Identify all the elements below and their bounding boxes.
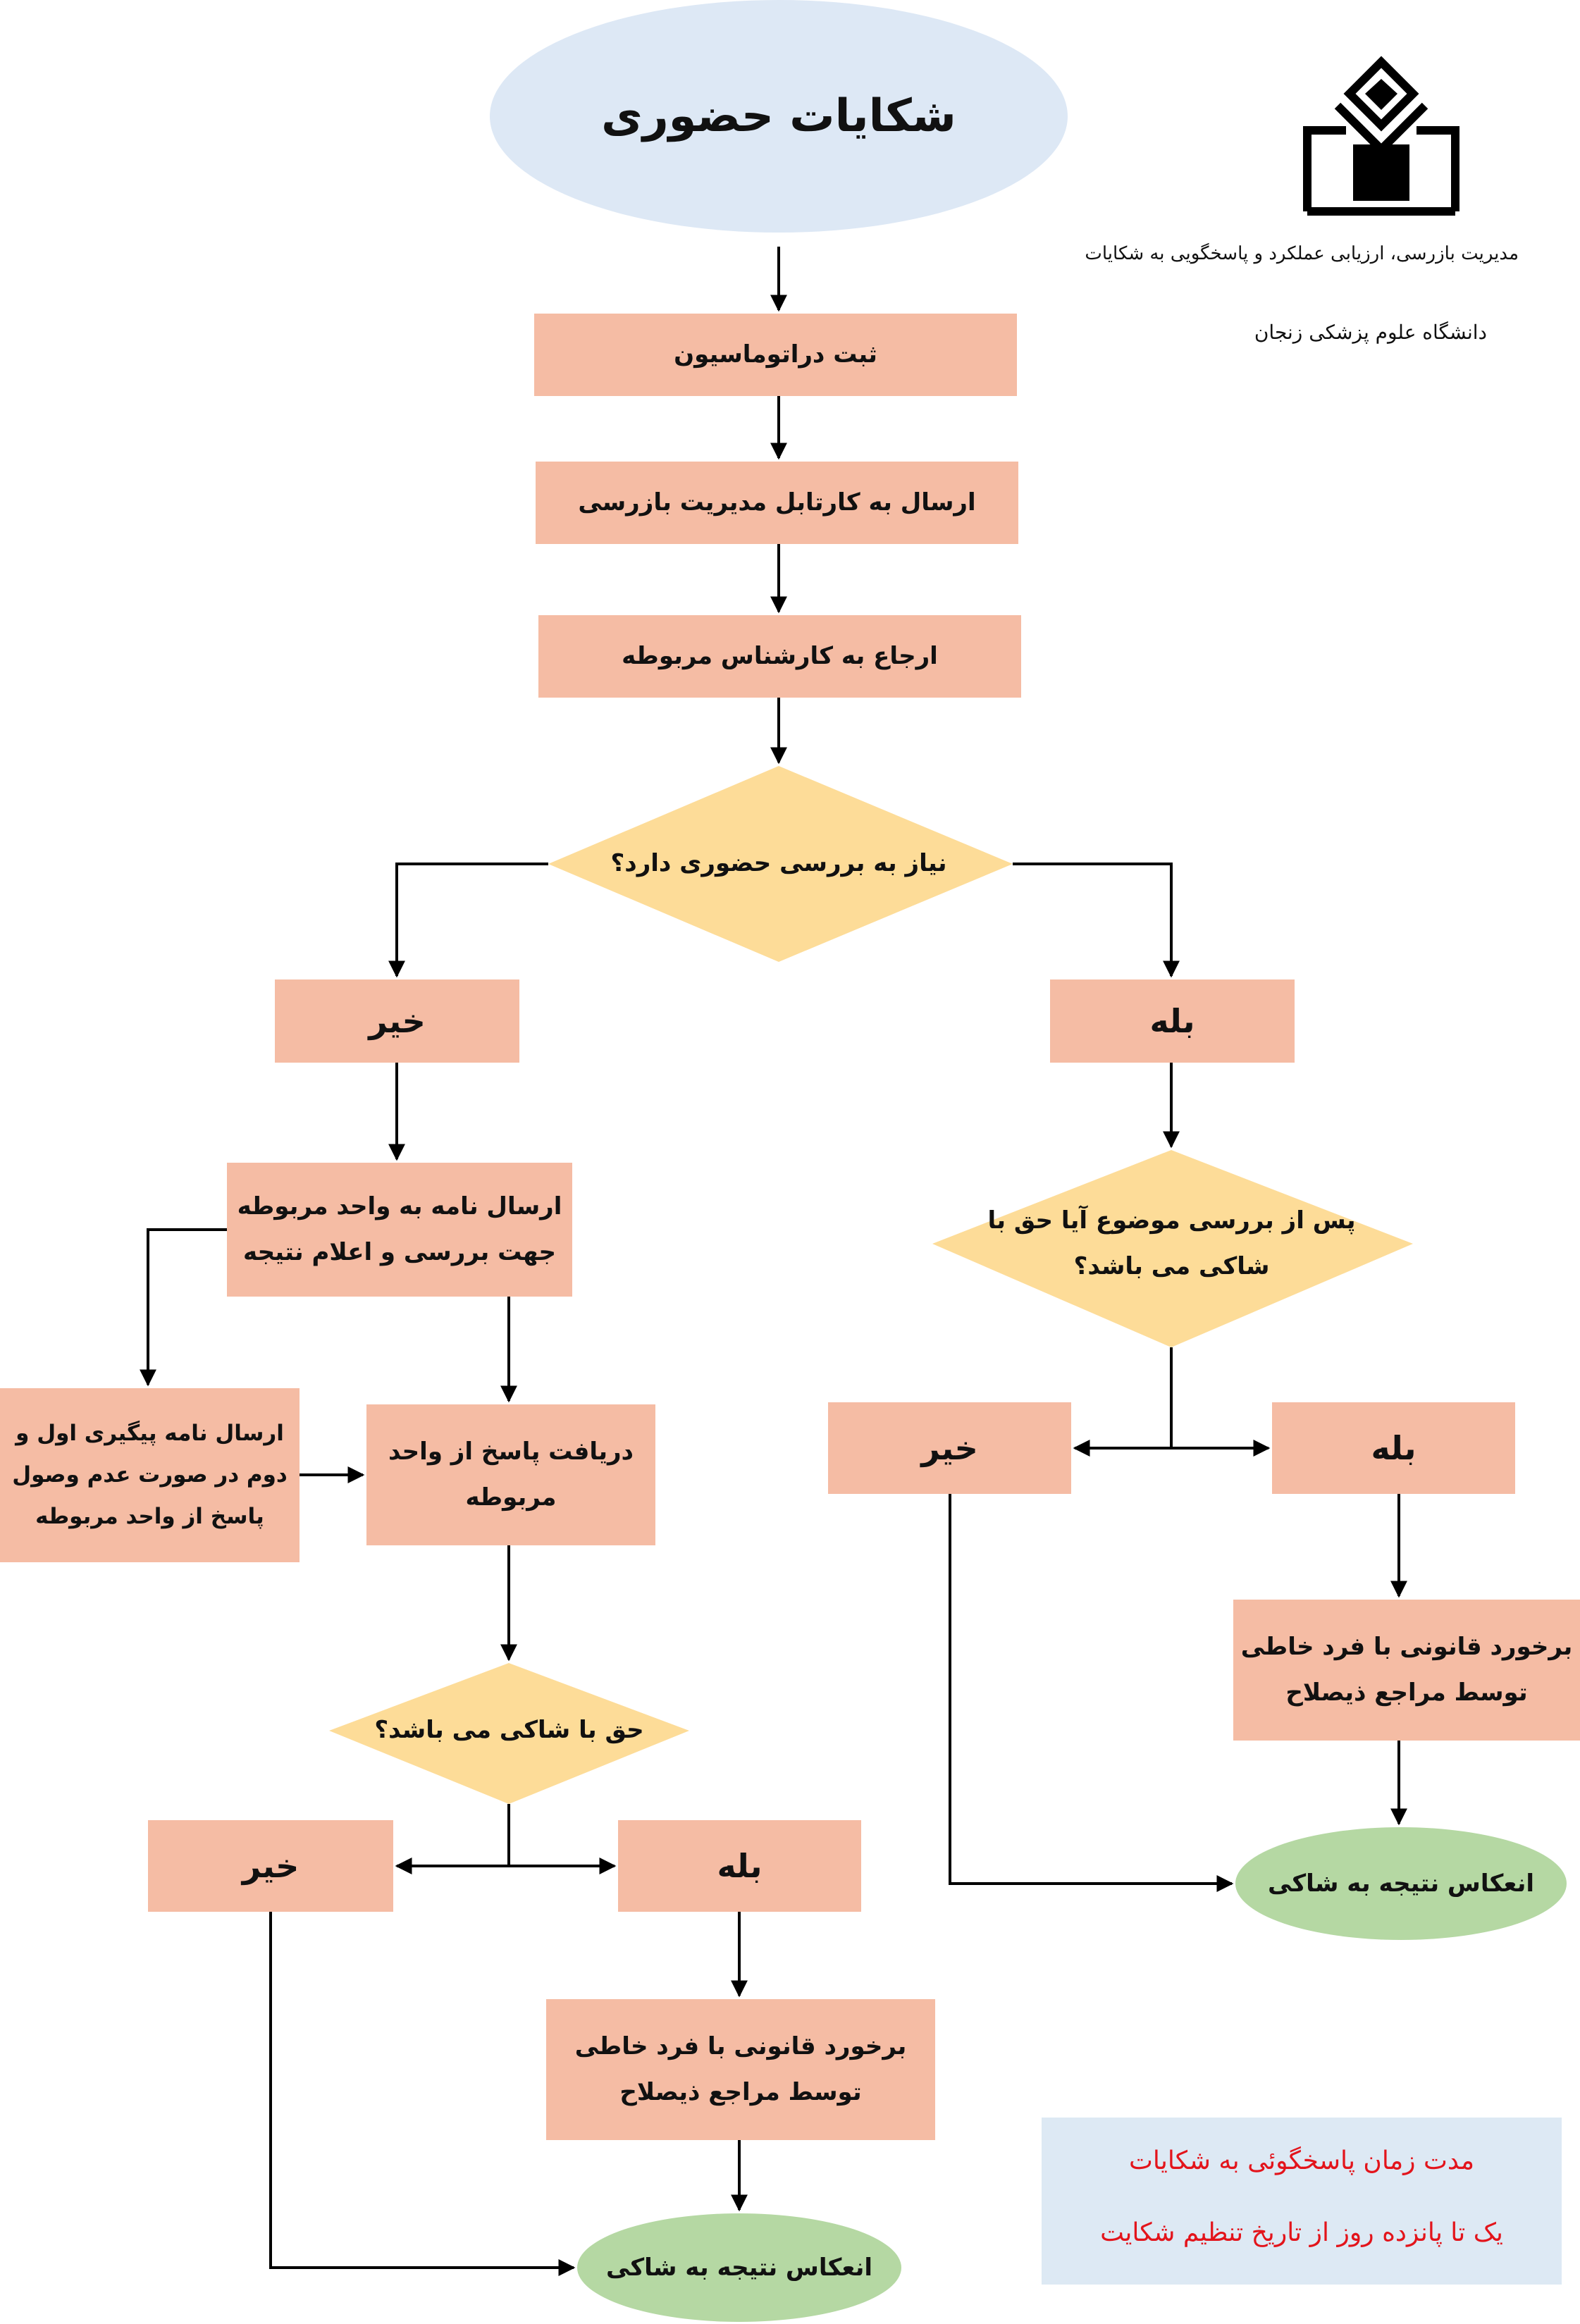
- right-legal-action-label: برخورد قانونی با فرد خاطی توسط مراجع ذیص…: [1240, 1633, 1573, 1707]
- arrow-decision-yes: [1013, 863, 1180, 978]
- step-send-inspection-label: ارسال به کارتابل مدیریت بازرسی: [578, 488, 976, 517]
- left-no-box: [275, 979, 519, 1063]
- right-decision-label: پس از بررسی موضوع آیا حق با شاکی می باشد…: [987, 1206, 1356, 1280]
- right-yes2-box: [1272, 1402, 1515, 1494]
- step-register-box: [534, 314, 1017, 396]
- university-logo-icon: [1303, 56, 1459, 216]
- right-no2-label: خیر: [921, 1429, 978, 1467]
- step-refer-expert-label: ارجاع به کارشناس مربوطه: [622, 642, 938, 671]
- step-refer-expert-box: [538, 615, 1021, 698]
- left-result-ellipse: [577, 2213, 901, 2322]
- left-legal-action-label: برخورد قانونی با فرد خاطی توسط مراجع ذیص…: [574, 2032, 907, 2106]
- right-yes-box: [1050, 979, 1295, 1063]
- right-result-ellipse: [1235, 1827, 1567, 1940]
- left-legal-action-box: [546, 1999, 935, 2140]
- logo-line1: مدیریت بازرسی، ارزیابی عملکرد و پاسخگویی…: [1085, 243, 1519, 264]
- right-yes2-label: بله: [1371, 1429, 1417, 1467]
- decision-main-label: نیاز به بررسی حضوری دارد؟: [610, 848, 947, 877]
- right-legal-action-box: [1233, 1600, 1580, 1741]
- left-decision-label: حق با شاکی می باشد؟: [374, 1715, 644, 1744]
- connectors: [140, 247, 1407, 2276]
- note-line2: یک تا پانزده روز از تاریخ تنظیم شکایت: [1100, 2218, 1503, 2248]
- left-receive-reply-box: [366, 1404, 655, 1545]
- left-followup-letter-box: [0, 1388, 300, 1562]
- left-yes2-label: بله: [717, 1847, 763, 1885]
- left-result-label: انعکاس نتیجه به شاکی: [606, 2253, 872, 2282]
- step-register-label: ثبت دراتوماسیون: [674, 340, 877, 369]
- left-decision-diamond: [329, 1663, 689, 1804]
- right-yes-label: بله: [1149, 1002, 1195, 1040]
- step-send-inspection-box: [536, 462, 1018, 544]
- arrow-decision-no: [388, 863, 548, 978]
- arrow-right-no2-result: [949, 1494, 1234, 1892]
- left-no2-box: [148, 1820, 393, 1912]
- arrow-sendletter-followup: [140, 1228, 227, 1387]
- note-box: [1042, 2118, 1562, 2285]
- left-yes2-box: [618, 1820, 861, 1912]
- left-no2-label: خیر: [242, 1847, 300, 1885]
- decision-main-diamond: [548, 766, 1013, 962]
- logo-line2: دانشگاه علوم پزشکی زنجان: [1254, 321, 1487, 344]
- right-decision-diamond: [932, 1150, 1413, 1347]
- arrow-no2-result: [269, 1912, 576, 2276]
- left-send-letter-label: ارسال نامه به واحد مربوطه جهت بررسی و اع…: [237, 1192, 562, 1266]
- note-line1: مدت زمان پاسخگوئی به شکایات: [1128, 2146, 1475, 2176]
- left-followup-letter-label: ارسال نامه پیگیری اول و دوم در صورت عدم …: [12, 1421, 288, 1529]
- right-no2-box: [828, 1402, 1071, 1494]
- right-result-label: انعکاس نتیجه به شاکی: [1268, 1869, 1534, 1898]
- title-ellipse: [490, 0, 1068, 233]
- left-send-letter-box: [227, 1163, 572, 1297]
- page-title: شکایات حضوری: [601, 90, 956, 142]
- left-no-label: خیر: [369, 1002, 426, 1040]
- left-receive-reply-label: دریافت پاسخ از واحد مربوطه: [388, 1438, 634, 1512]
